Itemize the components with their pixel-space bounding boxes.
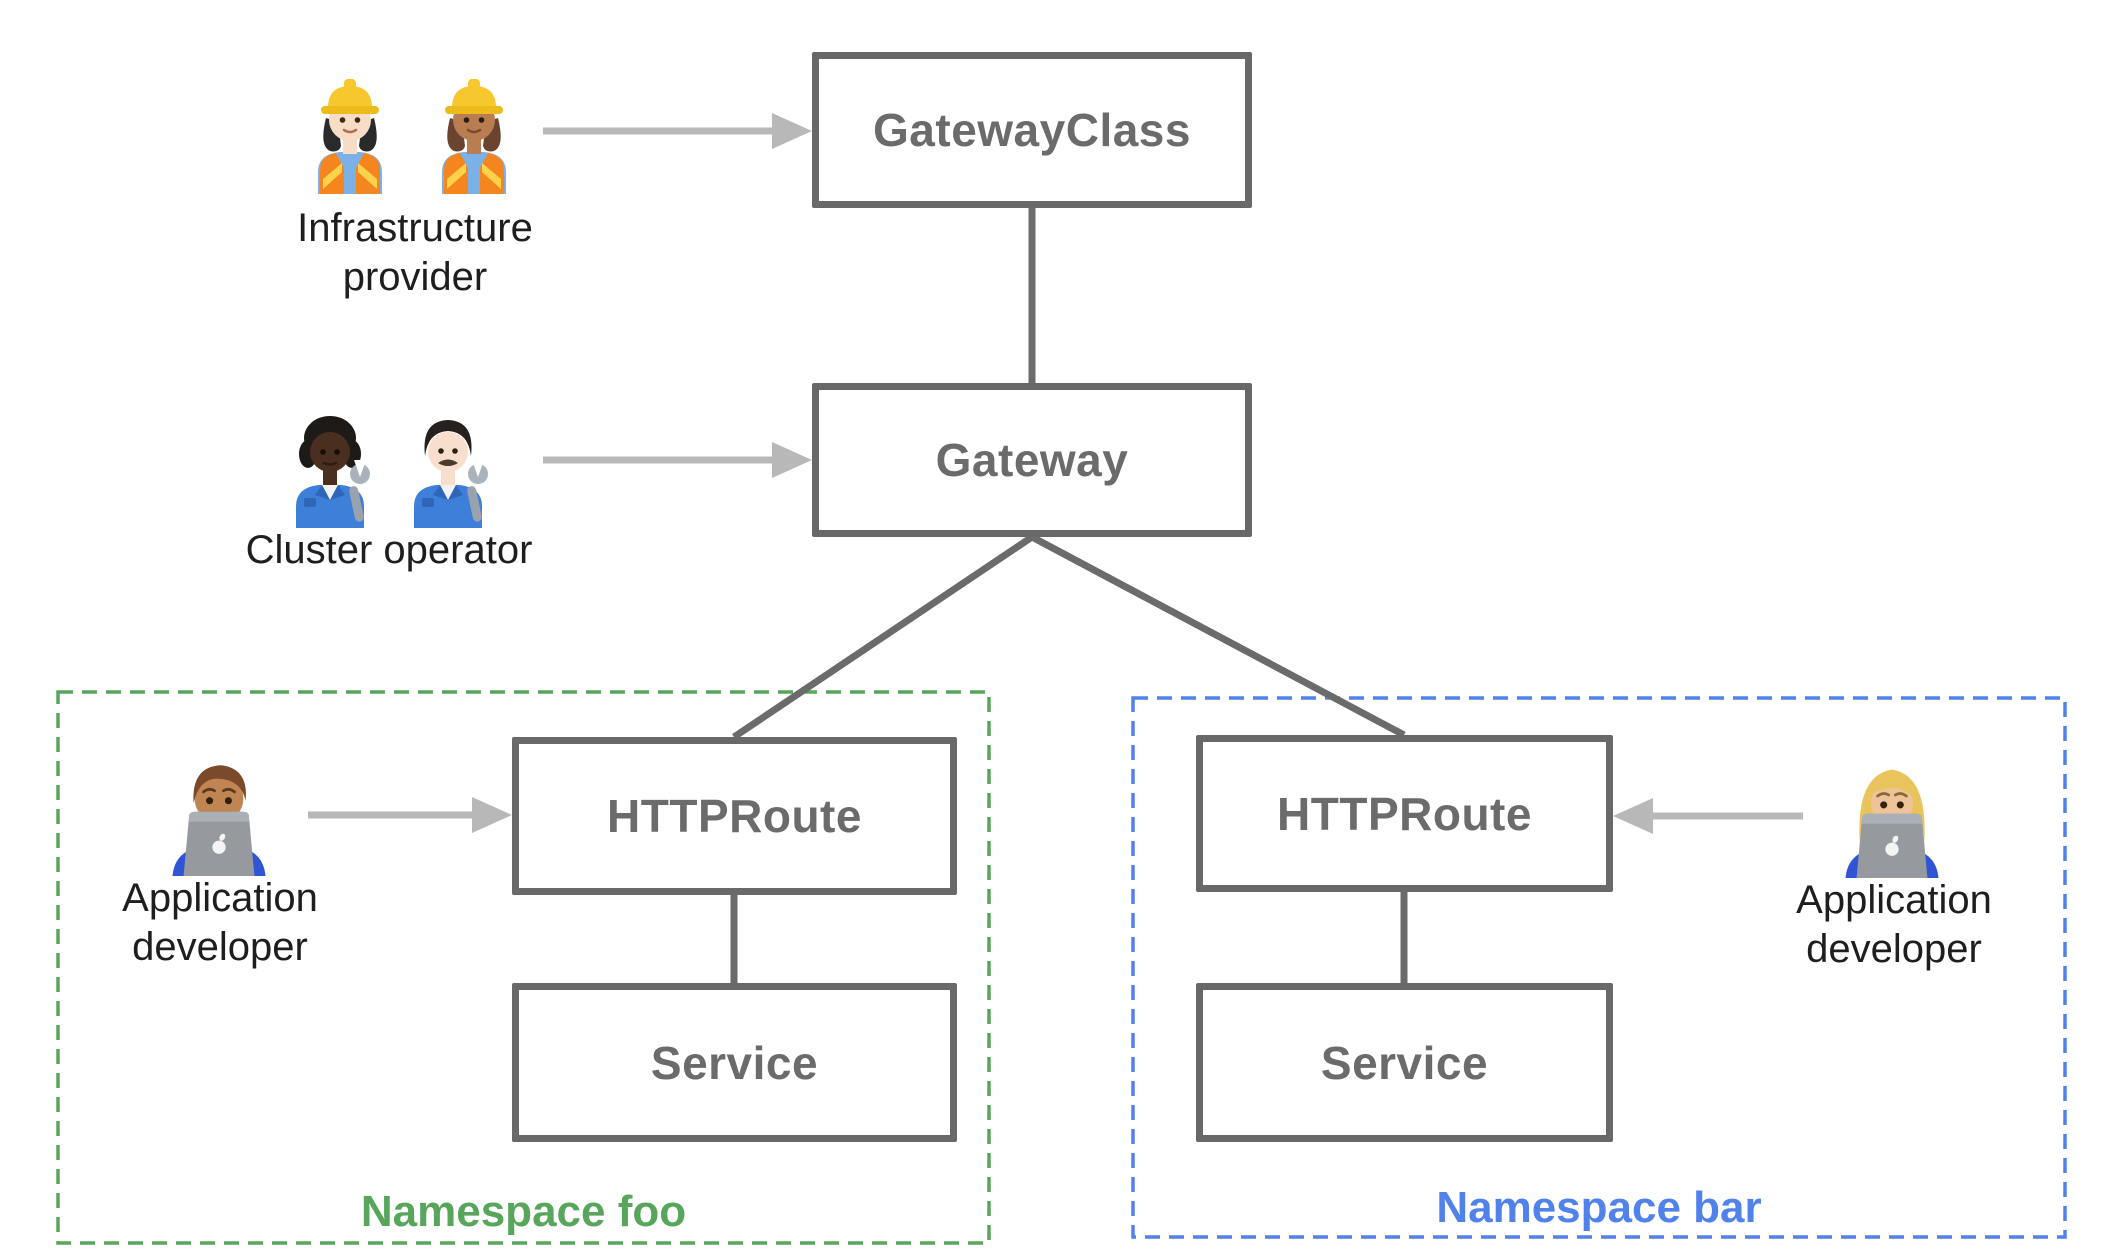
woman-construction-worker-medium-skin-emoji [442, 79, 506, 194]
arrow-app-developer-to-httproute-bar [1613, 798, 1803, 834]
arrow-infrastructure-provider-to-gatewayclass [543, 113, 812, 149]
node-httproute-bar: HTTPRoute [1196, 735, 1613, 892]
namespace-foo-label: Namespace foo [360, 1187, 687, 1236]
node-service-foo-label: Service [650, 1036, 819, 1089]
connector-gateway-httproute-foo [732, 534, 1034, 740]
namespace-bar-label: Namespace bar [1436, 1183, 1762, 1232]
infrastructure-provider-label: Infrastructure provider [297, 206, 533, 299]
cluster-operator-label: Cluster operator [245, 528, 533, 572]
man-mechanic-light-skin-emoji [414, 420, 488, 528]
node-service-foo: Service [512, 983, 957, 1142]
node-service-bar-label: Service [1320, 1036, 1489, 1089]
node-gatewayclass: GatewayClass [812, 52, 1252, 208]
node-gateway: Gateway [812, 383, 1252, 537]
node-httproute-foo-label: HTTPRoute [607, 790, 862, 842]
node-httproute-bar-label: HTTPRoute [1277, 787, 1532, 840]
connector-gateway-httproute-bar [1030, 533, 1406, 739]
application-developer-foo-label: Application developer [122, 876, 318, 969]
man-technologist-medium-skin-emoji [172, 765, 266, 876]
woman-technologist-medium-light-skin-emoji [1845, 769, 1939, 878]
node-httproute-foo: HTTPRoute [512, 737, 957, 895]
node-gatewayclass-label: GatewayClass [873, 104, 1191, 156]
namespace-bar-border [1131, 696, 2067, 1239]
namespace-foo-border [56, 690, 991, 1245]
node-service-bar: Service [1196, 983, 1613, 1142]
mechanic-dark-skin-emoji [296, 416, 370, 528]
woman-construction-worker-light-skin-emoji [318, 79, 382, 194]
arrow-app-developer-to-httproute-foo [308, 797, 512, 833]
node-gateway-label: Gateway [935, 434, 1129, 486]
application-developer-bar-label: Application developer [1796, 878, 1992, 971]
arrow-cluster-operator-to-gateway [543, 442, 812, 478]
